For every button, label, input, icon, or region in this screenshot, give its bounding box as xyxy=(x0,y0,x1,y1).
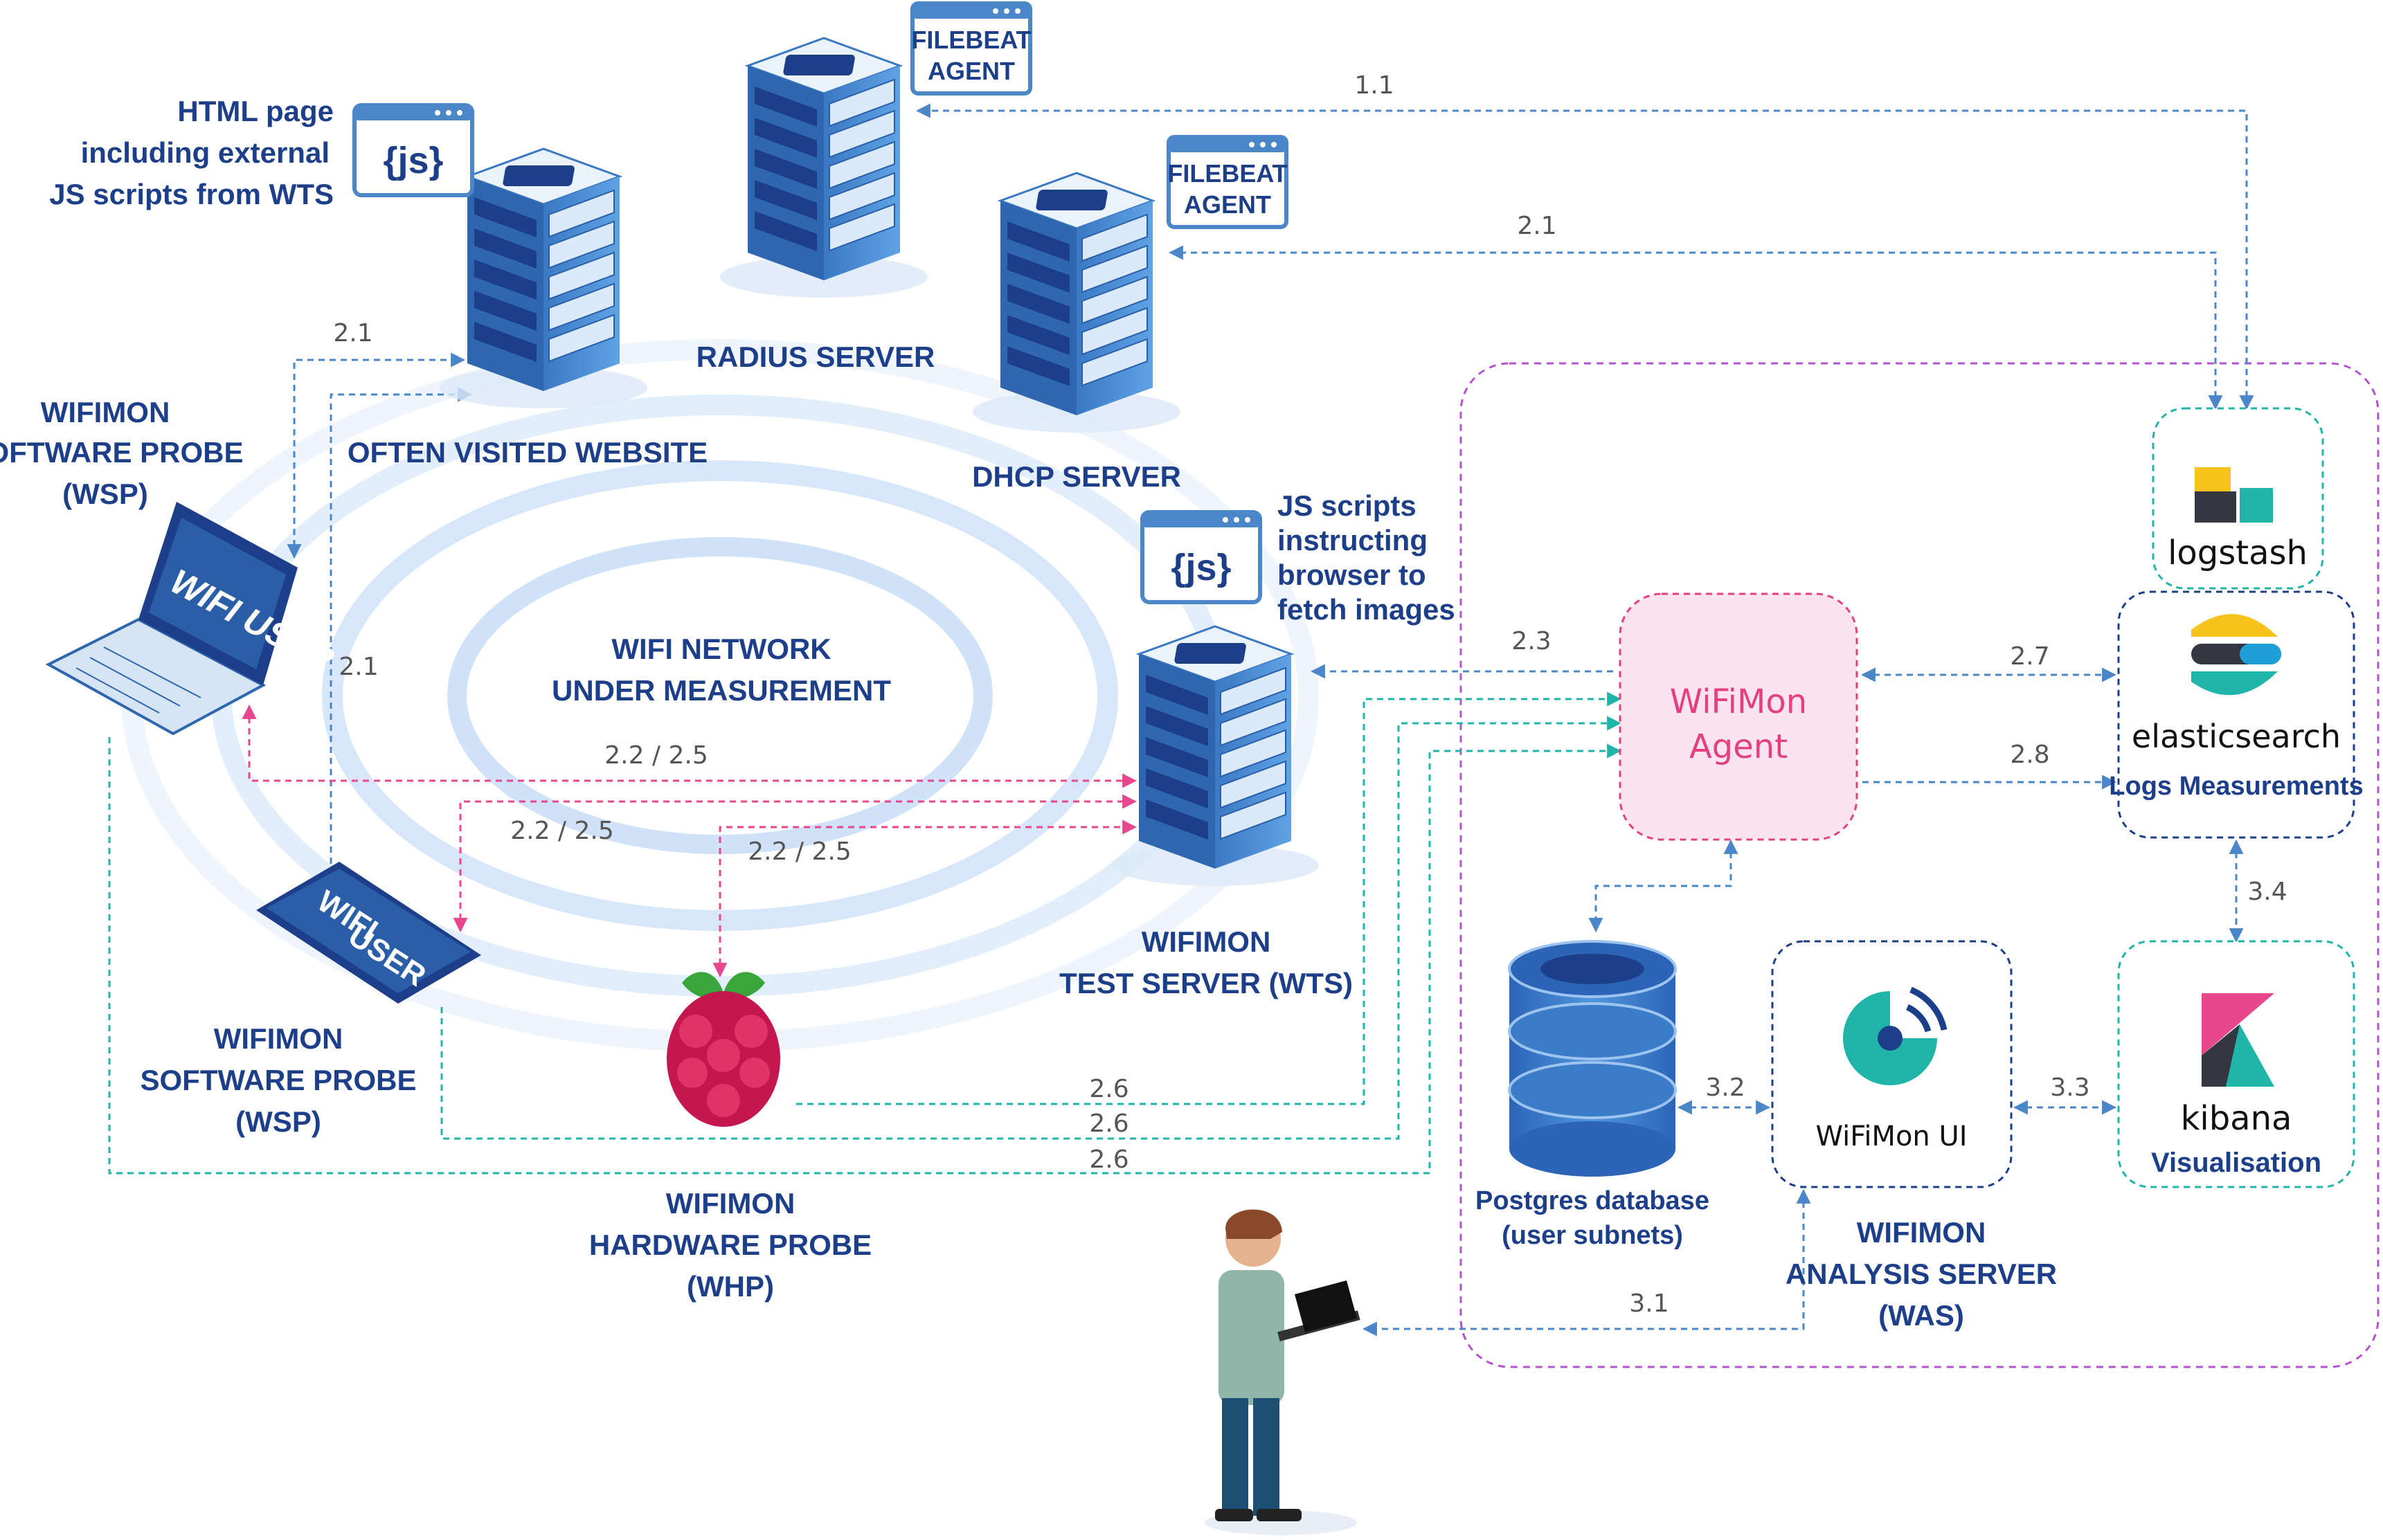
elasticsearch-icon xyxy=(2191,614,2281,696)
js-scripts-label-3: browser to xyxy=(1277,559,1426,591)
arrow-2-1-laptop-website xyxy=(287,352,466,559)
html-page-label-2: including external xyxy=(81,136,330,169)
edge-label-3-1: 3.1 xyxy=(1629,1289,1669,1318)
js-badge-website: {js} xyxy=(354,105,472,195)
postgres-database-icon xyxy=(1508,940,1677,1177)
often-visited-label: OFTEN VISITED WEBSITE xyxy=(348,436,708,469)
wifi-user-phone: WIFI USER xyxy=(256,862,481,1004)
was-label-1: WIFIMON xyxy=(1857,1216,1986,1249)
edge-label-2-6-b: 2.6 xyxy=(1089,1109,1128,1138)
arrow-3-1 xyxy=(1362,1188,1811,1337)
elasticsearch-label: elasticsearch xyxy=(2132,718,2341,755)
wifimon-ui-icon xyxy=(1843,986,1948,1085)
raspberry-pi-icon xyxy=(667,972,780,1127)
arrow-2-2-phone xyxy=(453,794,1137,933)
wts-label-1: WIFIMON xyxy=(1142,925,1271,958)
wsp-top-label-2: SOFTWARE PROBE xyxy=(0,436,244,469)
js-scripts-label-4: fetch images xyxy=(1277,593,1455,626)
elasticsearch-box xyxy=(2117,590,2355,839)
wts-label-2: TEST SERVER (WTS) xyxy=(1059,967,1353,999)
svg-text:FILEBEAT: FILEBEAT xyxy=(1167,159,1287,188)
wifi-network-label-1: WIFI NETWORK xyxy=(611,633,831,665)
svg-text:{js}: {js} xyxy=(383,140,443,181)
svg-text:{js}: {js} xyxy=(1171,547,1231,588)
edge-label-2-1-left: 2.1 xyxy=(333,319,372,347)
was-label-3: (WAS) xyxy=(1878,1299,1964,1332)
html-page-label-1: HTML page xyxy=(177,95,334,127)
analysis-server-boundary xyxy=(1459,362,2380,1368)
js-scripts-label-1: JS scripts xyxy=(1277,489,1417,522)
whp-label-1: WIFIMON xyxy=(666,1187,795,1220)
kibana-icon xyxy=(2202,993,2274,1087)
wsp-top-label-3: (WSP) xyxy=(62,478,148,510)
wifi-network-label-2: UNDER MEASUREMENT xyxy=(552,674,891,707)
wsp-bottom-label-2: SOFTWARE PROBE xyxy=(140,1064,416,1096)
arrow-2-6-laptop xyxy=(108,737,1622,1175)
arrow-2-6-phone xyxy=(440,716,1622,1140)
html-page-label-3: JS scripts from WTS xyxy=(49,178,334,210)
text-labels: HTML page including external JS scripts … xyxy=(0,95,2057,1332)
logstash-label: logstash xyxy=(2168,534,2308,572)
visualisation-label: Visualisation xyxy=(2151,1148,2321,1178)
analyst-person xyxy=(1205,1209,1360,1535)
filebeat-agent-badge-dhcp: FILEBEAT AGENT xyxy=(1167,137,1287,227)
edge-label-3-3: 3.3 xyxy=(2050,1074,2089,1102)
logs-measurements-label: Logs Measurements xyxy=(2109,772,2363,801)
wsp-bottom-label-3: (WSP) xyxy=(235,1105,321,1138)
edge-label-2-2-a: 2.2 / 2.5 xyxy=(604,741,708,770)
kibana-label: kibana xyxy=(2181,1099,2292,1138)
postgres-label-2: (user subnets) xyxy=(1502,1221,1683,1250)
whp-label-2: HARDWARE PROBE xyxy=(589,1229,872,1261)
arrow-2-1-phone-website xyxy=(323,387,473,888)
edge-label-2-1-top: 2.1 xyxy=(1517,212,1556,240)
js-scripts-label-2: instructing xyxy=(1277,524,1428,556)
edge-label-2-8: 2.8 xyxy=(2010,741,2049,769)
was-label-2: ANALYSIS SERVER xyxy=(1786,1258,2057,1290)
logstash-box xyxy=(2152,407,2324,590)
arrow-2-2-laptop xyxy=(242,704,1137,788)
edge-label-2-3: 2.3 xyxy=(1511,627,1551,655)
dhcp-server-label: DHCP SERVER xyxy=(972,460,1181,493)
wifimon-agent-label-2: Agent xyxy=(1689,727,1788,766)
edge-label-3-4: 3.4 xyxy=(2247,878,2287,906)
radius-server-label: RADIUS SERVER xyxy=(696,341,935,373)
edge-labels: 1.1 2.1 2.1 2.1 2.2 / 2.5 2.2 / 2.5 2.2 … xyxy=(333,71,2287,1318)
wsp-bottom-label-1: WIFIMON xyxy=(214,1022,343,1055)
arrow-2-6-rpi xyxy=(796,691,1622,1105)
edge-label-2-1-mid: 2.1 xyxy=(339,653,378,681)
flow-arrows xyxy=(108,103,2254,1337)
wifimon-agent-box xyxy=(1619,592,1858,841)
wsp-top-label-1: WIFIMON xyxy=(41,396,170,428)
arrow-2-2-rpi xyxy=(712,819,1137,978)
edge-label-3-2: 3.2 xyxy=(1705,1074,1745,1102)
postgres-label-1: Postgres database xyxy=(1475,1186,1709,1215)
js-badge-wts: {js} xyxy=(1142,512,1260,602)
edge-label-2-7: 2.7 xyxy=(2010,642,2049,671)
wifimon-ui-label: WiFiMon UI xyxy=(1815,1121,1967,1152)
edge-label-2-2-b: 2.2 / 2.5 xyxy=(510,817,614,845)
edge-label-1-1: 1.1 xyxy=(1354,71,1394,100)
filebeat-agent-badge-radius: FILEBEAT AGENT xyxy=(911,3,1031,93)
edge-label-2-2-c: 2.2 / 2.5 xyxy=(748,837,852,866)
svg-text:AGENT: AGENT xyxy=(928,57,1015,85)
edge-label-2-6-a: 2.6 xyxy=(1089,1075,1128,1103)
logstash-icon xyxy=(2195,467,2273,523)
whp-label-3: (WHP) xyxy=(687,1270,774,1303)
arrow-agent-postgres xyxy=(1588,839,1738,933)
svg-text:AGENT: AGENT xyxy=(1184,190,1271,219)
radius-server xyxy=(719,37,929,299)
edge-label-2-6-c: 2.6 xyxy=(1089,1145,1128,1174)
wifimon-agent-label-1: WiFiMon xyxy=(1670,682,1807,721)
svg-text:FILEBEAT: FILEBEAT xyxy=(911,26,1031,54)
arrow-2-1-dhcp xyxy=(1168,245,2223,410)
